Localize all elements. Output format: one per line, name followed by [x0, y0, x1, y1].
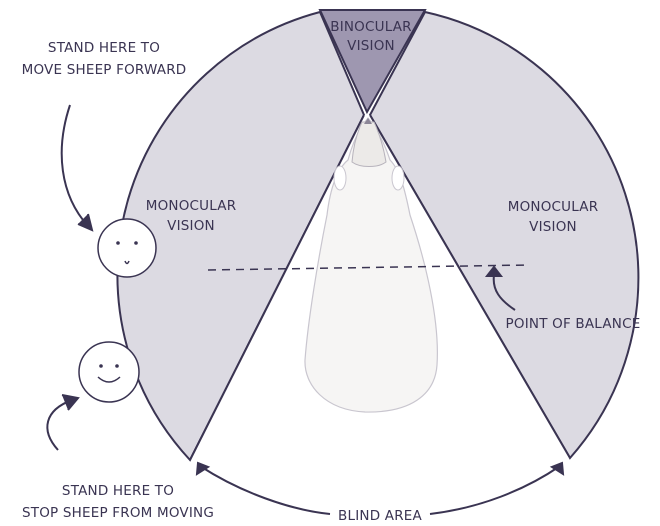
binocular-label-line-1: BINOCULAR	[330, 19, 412, 35]
stop-moving-label-line-2: STOP SHEEP FROM MOVING	[22, 505, 214, 521]
sheep-icon	[304, 117, 438, 413]
monocular-left-label-line-1: MONOCULAR	[146, 198, 237, 214]
move-forward-arrow	[60, 104, 94, 232]
point-of-balance-label: POINT OF BALANCE	[506, 316, 641, 332]
point-of-balance-arrow	[484, 265, 516, 311]
monocular-vision-left-zone	[116, 10, 366, 462]
monocular-right-label-line-1: MONOCULAR	[508, 199, 599, 215]
blind-area-arrow	[195, 461, 565, 515]
monocular-vision-right-zone	[368, 10, 640, 460]
face-smile-icon	[78, 341, 140, 403]
blind-area-label: BLIND AREA	[338, 508, 422, 524]
move-forward-label-line-2: MOVE SHEEP FORWARD	[22, 62, 187, 78]
monocular-left-label-line-2: VISION	[167, 218, 215, 234]
point-of-balance-line	[207, 264, 529, 271]
binocular-label-line-2: VISION	[347, 38, 395, 54]
move-forward-label-line-1: STAND HERE TO	[48, 40, 160, 56]
binocular-vision-zone	[318, 9, 427, 115]
monocular-right-label-line-2: VISION	[529, 219, 577, 235]
face-neutral-icon	[97, 218, 157, 278]
stop-moving-arrow	[46, 394, 80, 451]
stop-moving-label-line-1: STAND HERE TO	[62, 483, 174, 499]
